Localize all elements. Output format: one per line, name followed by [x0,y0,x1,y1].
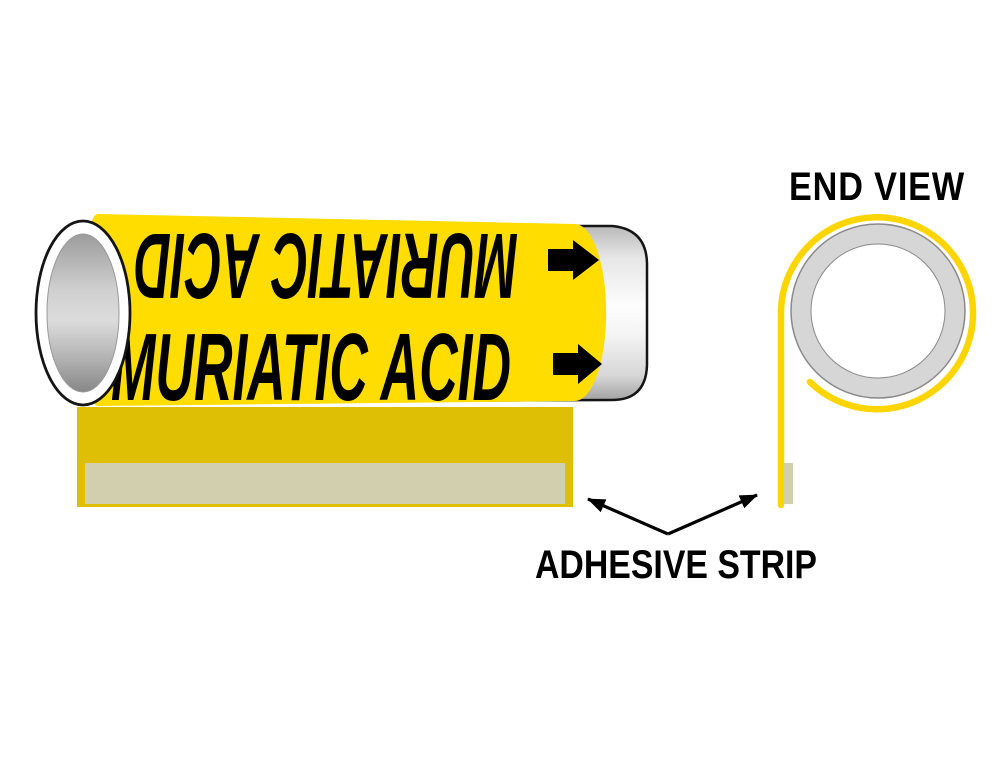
coil-line [777,213,977,509]
wrap-label [81,214,607,406]
callout-label: ADHESIVE STRIP [535,543,817,587]
flow-arrow-top right-arrow-icon [548,240,599,280]
end-view: END VIEW [777,165,977,509]
adhesive-strip-left [85,463,565,504]
label-text-bottom: MURIATIC ACID [111,314,511,421]
flow-arrow-bottom right-arrow-icon [553,344,602,384]
pipe-cross-section-bore [810,243,946,379]
label-text-top: MURIATIC ACID [134,214,518,318]
adhesive-strip-callout: ADHESIVE STRIP [535,493,817,587]
main-pipe-view: MURIATIC ACID MURIATIC ACID [34,214,649,507]
pipe-end-bore [46,233,120,393]
label-text-top-group: MURIATIC ACID [134,214,518,318]
callout-arrow-left [587,497,669,536]
end-view-title: END VIEW [789,165,965,209]
callout-arrow-right [667,493,758,536]
adhesive-strip-right [784,463,793,504]
